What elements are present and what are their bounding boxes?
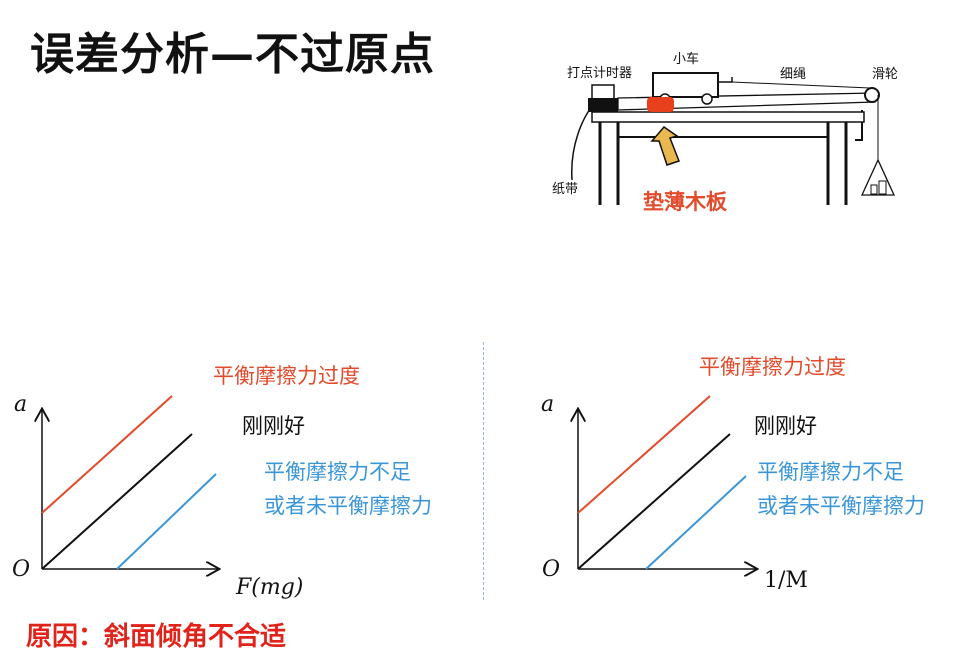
weight-hanger	[860, 158, 896, 196]
origin-label: O	[12, 557, 31, 582]
timer-base	[588, 98, 618, 112]
cart-label: 小车	[673, 52, 700, 67]
cart-body	[652, 72, 719, 98]
timer-label: 打点计时器	[567, 66, 633, 81]
y-axis-label: a	[541, 392, 555, 417]
origin-label: O	[542, 557, 561, 582]
line-over-balanced	[577, 395, 711, 514]
y-axis-label: a	[14, 392, 28, 417]
pad-block	[647, 97, 674, 112]
line-just-right	[41, 433, 193, 570]
tape-label: 纸带	[552, 182, 579, 197]
string	[731, 81, 871, 89]
label-over: 平衡摩擦力过度	[213, 364, 360, 388]
weight-2	[878, 180, 887, 195]
x-axis-label: F(mg)	[236, 575, 304, 600]
pad-label: 垫薄木板	[643, 190, 727, 214]
line-under-balanced	[116, 473, 217, 570]
page-title: 误差分析—不过原点	[30, 29, 435, 80]
divider	[483, 342, 484, 600]
cart-hook	[718, 77, 733, 83]
label-just: 刚刚好	[754, 414, 817, 438]
x-axis-label: 1/M	[764, 568, 808, 593]
reason-text: 原因：斜面倾角不合适	[26, 622, 287, 652]
pulley-label: 滑轮	[872, 67, 899, 82]
arrow-icon	[650, 125, 680, 166]
timer-top	[591, 84, 615, 100]
graph-inverse-mass	[500, 395, 800, 610]
label-just: 刚刚好	[242, 414, 305, 438]
label-under-2: 或者未平衡摩擦力	[264, 494, 432, 518]
label-over: 平衡摩擦力过度	[699, 355, 846, 379]
graph-force	[0, 395, 480, 610]
line-under-balanced	[645, 475, 747, 570]
label-under-1: 平衡摩擦力不足	[757, 460, 904, 484]
line-over-balanced	[41, 395, 173, 514]
weight-1	[870, 184, 878, 195]
apparatus-diagram	[571, 72, 896, 205]
line-just-right	[577, 433, 731, 570]
pulley-wheel	[864, 87, 880, 103]
table-top	[591, 111, 865, 123]
label-under-1: 平衡摩擦力不足	[264, 460, 411, 484]
cart-wheel-right	[701, 93, 713, 105]
string-label: 细绳	[780, 67, 807, 82]
label-under-2: 或者未平衡摩擦力	[757, 494, 925, 518]
